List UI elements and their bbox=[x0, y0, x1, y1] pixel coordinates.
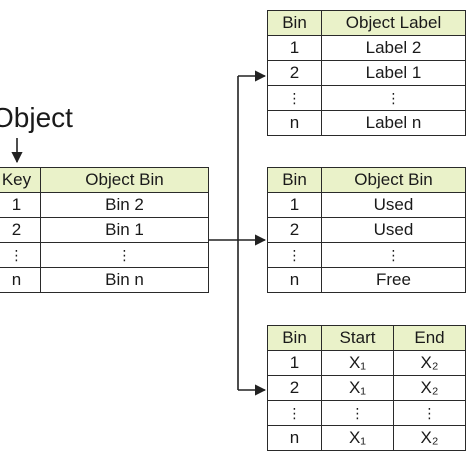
table-cell: Bin 1 bbox=[40, 217, 209, 243]
table-cell: X₁ bbox=[321, 425, 394, 451]
table-row: ⋮ ⋮ bbox=[267, 242, 466, 268]
table-cell: Used bbox=[321, 217, 466, 243]
table-row: n Label n bbox=[267, 110, 466, 136]
header-end: End bbox=[393, 325, 466, 351]
header-object-bin: Object Bin bbox=[321, 167, 466, 193]
table-row: ⋮ ⋮ bbox=[267, 85, 466, 111]
table-cell: Used bbox=[321, 192, 466, 218]
table-cell: X₁ bbox=[321, 350, 394, 376]
table-row: ⋮ ⋮ bbox=[0, 242, 209, 268]
table-row: 2 X₁ X₂ bbox=[267, 375, 466, 401]
status-table: Bin Object Bin 1 Used 2 Used ⋮ ⋮ n Free bbox=[267, 167, 466, 293]
table-cell: ⋮ bbox=[321, 85, 466, 111]
table-row: n X₁ X₂ bbox=[267, 425, 466, 451]
table-header-row: Bin Object Label bbox=[267, 10, 466, 36]
table-cell: 2 bbox=[267, 217, 322, 243]
table-cell: 1 bbox=[0, 192, 41, 218]
table-header-row: Key Object Bin bbox=[0, 167, 209, 193]
header-object-bin: Object Bin bbox=[40, 167, 209, 193]
table-cell: n bbox=[267, 425, 322, 451]
header-object-label: Object Label bbox=[321, 10, 466, 36]
table-cell: ⋮ bbox=[321, 400, 394, 426]
table-cell: 2 bbox=[267, 375, 322, 401]
header-bin: Bin bbox=[267, 167, 322, 193]
table-row: ⋮ ⋮ ⋮ bbox=[267, 400, 466, 426]
table-cell: ⋮ bbox=[267, 85, 322, 111]
header-key: Key bbox=[0, 167, 41, 193]
table-cell: X₁ bbox=[321, 375, 394, 401]
label-table: Bin Object Label 1 Label 2 2 Label 1 ⋮ ⋮… bbox=[267, 10, 466, 136]
table-row: n Free bbox=[267, 267, 466, 293]
table-cell: ⋮ bbox=[40, 242, 209, 268]
table-cell: 1 bbox=[267, 192, 322, 218]
table-cell: ⋮ bbox=[267, 400, 322, 426]
table-header-row: Bin Object Bin bbox=[267, 167, 466, 193]
object-title: Object bbox=[0, 102, 73, 133]
table-cell: Label 2 bbox=[321, 35, 466, 61]
table-row: n Bin n bbox=[0, 267, 209, 293]
table-cell: 1 bbox=[267, 350, 322, 376]
table-cell: ⋮ bbox=[393, 400, 466, 426]
table-cell: Label n bbox=[321, 110, 466, 136]
table-cell: ⋮ bbox=[0, 242, 41, 268]
table-cell: Label 1 bbox=[321, 60, 466, 86]
table-cell: Bin 2 bbox=[40, 192, 209, 218]
table-cell: X₂ bbox=[393, 375, 466, 401]
table-row: 1 X₁ X₂ bbox=[267, 350, 466, 376]
table-cell: ⋮ bbox=[321, 242, 466, 268]
table-row: 2 Used bbox=[267, 217, 466, 243]
table-row: 1 Used bbox=[267, 192, 466, 218]
header-start: Start bbox=[321, 325, 394, 351]
object-table: Key Object Bin 1 Bin 2 2 Bin 1 ⋮ ⋮ n Bin… bbox=[0, 167, 209, 293]
header-bin: Bin bbox=[267, 325, 322, 351]
table-cell: ⋮ bbox=[267, 242, 322, 268]
table-row: 1 Label 2 bbox=[267, 35, 466, 61]
table-header-row: Bin Start End bbox=[267, 325, 466, 351]
table-cell: X₂ bbox=[393, 425, 466, 451]
table-cell: X₂ bbox=[393, 350, 466, 376]
table-cell: n bbox=[267, 110, 322, 136]
table-cell: 1 bbox=[267, 35, 322, 61]
table-cell: Free bbox=[321, 267, 466, 293]
table-cell: 2 bbox=[0, 217, 41, 243]
table-row: 1 Bin 2 bbox=[0, 192, 209, 218]
table-cell: n bbox=[267, 267, 322, 293]
table-row: 2 Label 1 bbox=[267, 60, 466, 86]
table-cell: n bbox=[0, 267, 41, 293]
table-cell: Bin n bbox=[40, 267, 209, 293]
table-row: 2 Bin 1 bbox=[0, 217, 209, 243]
table-cell: 2 bbox=[267, 60, 322, 86]
range-table: Bin Start End 1 X₁ X₂ 2 X₁ X₂ ⋮ ⋮ ⋮ n X₁… bbox=[267, 325, 466, 451]
header-bin: Bin bbox=[267, 10, 322, 36]
